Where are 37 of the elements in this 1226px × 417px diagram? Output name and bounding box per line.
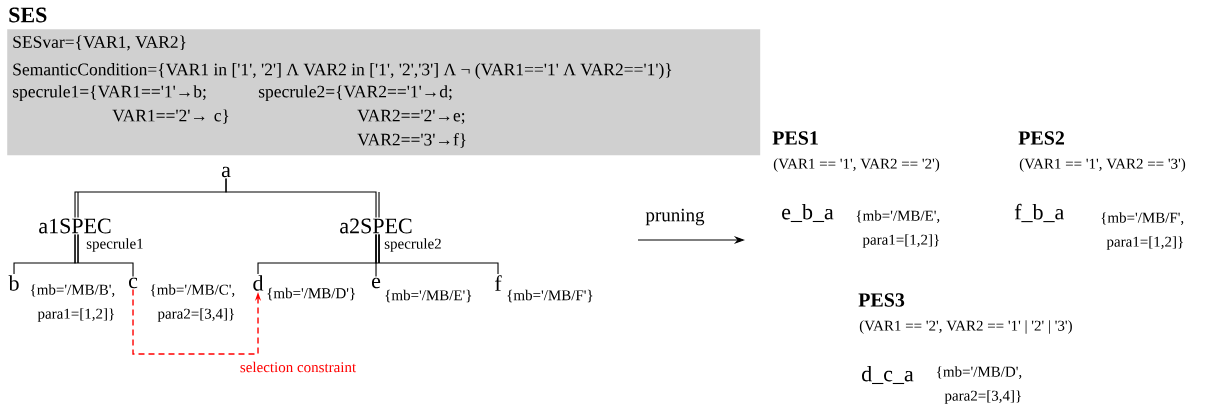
tree-node-label: e xyxy=(372,277,381,289)
rule-text: specrule1={VAR1=='1'→b; VAR1=='2'→ c} xyxy=(12,85,229,124)
condition-text: (VAR1 == '1', VAR2 == '3') xyxy=(1019,158,1186,172)
condition-text: (VAR1 == '2', VAR2 == '1' | '2' | '3') xyxy=(859,320,1072,334)
rule-text: specrule2={VAR2=='1'→d; VAR2=='2'→e; VAR2=='3'→f} xyxy=(258,85,466,148)
panel-title: SES xyxy=(9,7,47,23)
tree-line xyxy=(375,234,499,275)
tree-line xyxy=(225,177,380,218)
attribute-text: {mb='/MB/F'} xyxy=(507,289,593,303)
tree-node-label: a1SPEC xyxy=(39,218,111,234)
result-title: PES1 xyxy=(772,131,818,145)
path-name: d_c_a xyxy=(862,365,914,385)
path-name: e_b_a xyxy=(782,203,834,223)
path-name: f_b_a xyxy=(1014,203,1064,223)
condition-text: (VAR1 == '1', VAR2 == '2') xyxy=(773,158,940,172)
attribute-text: {mb='/MB/E'} xyxy=(385,289,472,303)
attribute-text: {mb='/MB/C', para2=[3,4]} xyxy=(150,284,235,322)
edge-label: selection constraint xyxy=(238,360,358,374)
tree-node-label: c xyxy=(128,277,138,289)
result-title: PES3 xyxy=(858,293,905,307)
rule-text: SESvar={VAR1, VAR2} xyxy=(13,35,186,51)
tree-node-label: f xyxy=(495,275,502,291)
tree-line xyxy=(74,234,134,278)
arrow-caption: pruning xyxy=(645,208,705,226)
attribute-text: specrule1 xyxy=(86,238,143,252)
attribute-text: {mb='/MB/D', para2=[3,4]} xyxy=(937,366,1022,404)
result-title: PES2 xyxy=(1018,131,1064,145)
attribute-text: specrule2 xyxy=(384,238,441,252)
tree-node-label: d xyxy=(253,275,264,291)
attribute-text: {mb='/MB/B', para1=[1,2]} xyxy=(30,284,115,322)
rule-text: SemanticCondition={VAR1 in ['1', '2'] Λ VAR2 in ['1', '2','3'] Λ ¬ (VAR1=='1' Λ VAR2=='1')} xyxy=(13,63,672,79)
tree-node-label: b xyxy=(8,275,19,291)
attribute-text: {mb='/MB/E', para1=[1,2]} xyxy=(856,210,940,248)
attribute-text: {mb='/MB/F', para1=[1,2]} xyxy=(1101,212,1184,250)
attribute-text: {mb='/MB/D'} xyxy=(267,287,355,301)
tree-node-label: a2SPEC xyxy=(340,218,412,234)
tree-node-label: a xyxy=(221,166,231,178)
